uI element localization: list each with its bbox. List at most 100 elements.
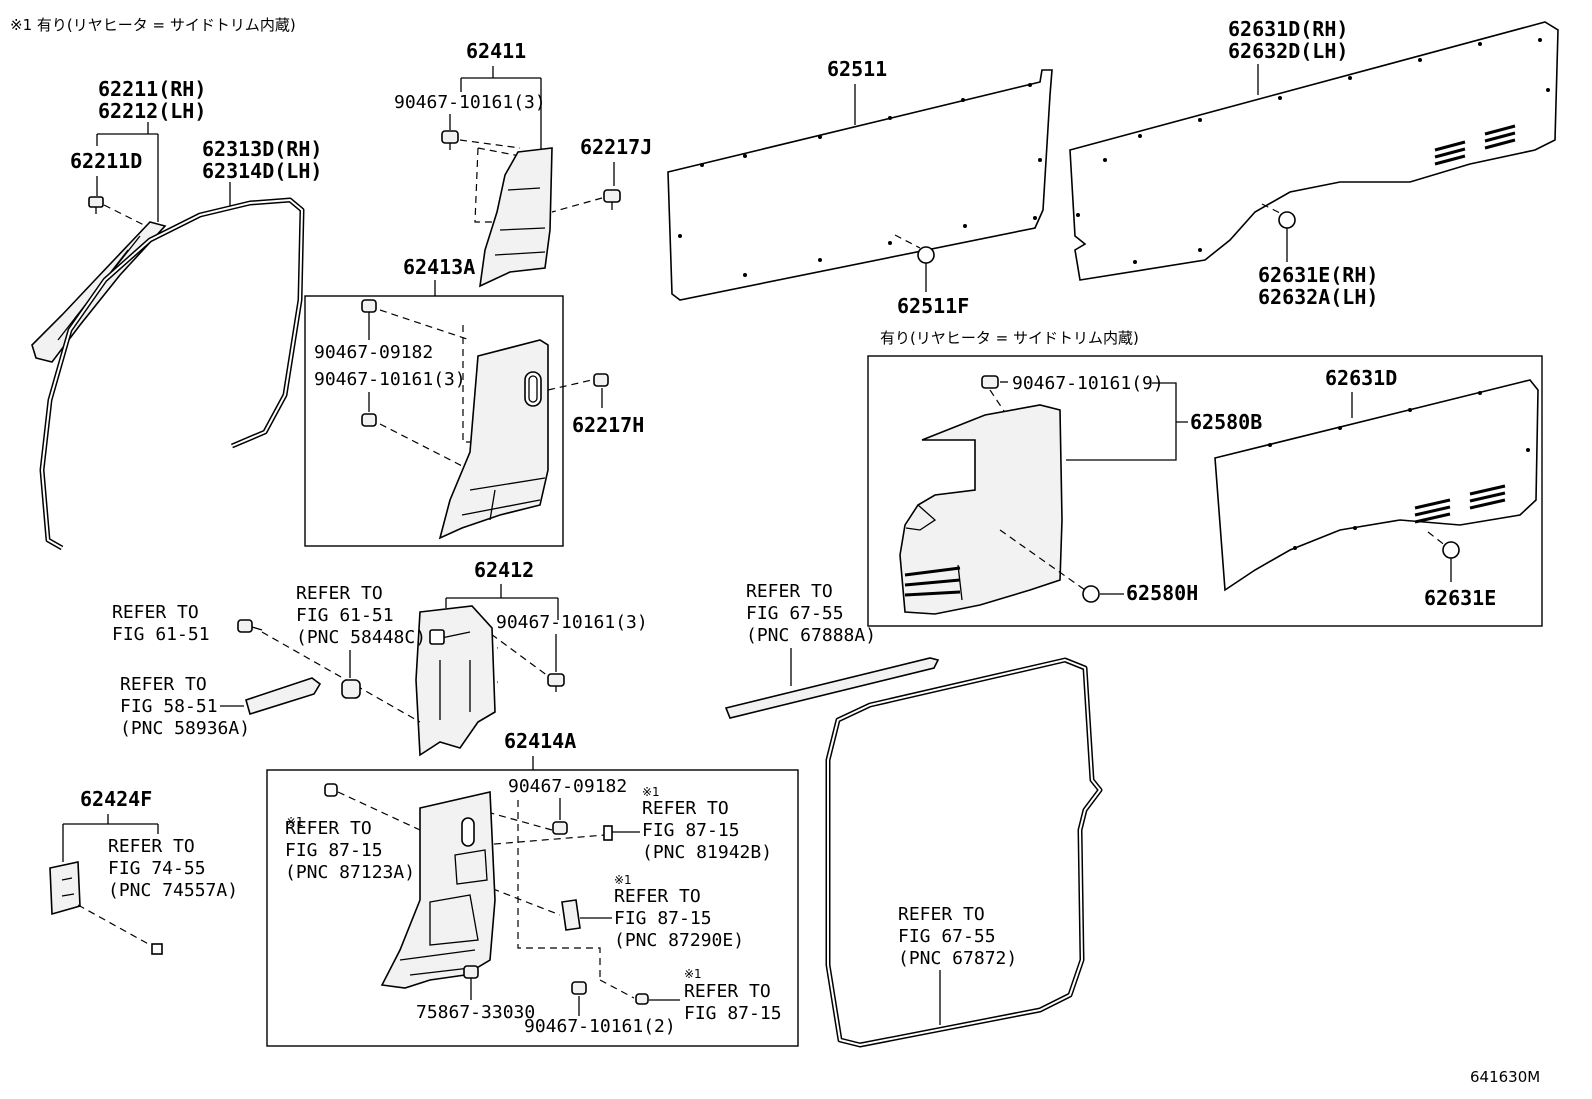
clip-62631E-rh (1278, 211, 1296, 229)
clip-62211D (88, 196, 104, 214)
trim-62580B (899, 404, 1063, 615)
svg-text:(PNC 67888A): (PNC 67888A) (746, 625, 876, 646)
svg-text:FIG 67-55: FIG 67-55 (898, 926, 996, 947)
label-62313D: 62313D(RH) (202, 137, 322, 161)
group-rear-heater: 有り(リヤヒータ = サイドトリム内蔵) 90467-10161(9) 6258… (867, 329, 1543, 627)
svg-text:FIG 58-51: FIG 58-51 (120, 696, 218, 717)
svg-text:REFER TO: REFER TO (120, 674, 207, 695)
panel-62631D (1069, 21, 1559, 281)
ref-8715d: REFER TO FIG 87-15 (684, 981, 782, 1024)
ref-6755b: REFER TO FIG 67-55 (PNC 67872) (898, 904, 1017, 969)
clip-62217H (593, 373, 609, 387)
ref-6755a: REFER TO FIG 67-55 (PNC 67888A) (746, 581, 876, 646)
clip-62217J (603, 189, 621, 210)
label-62631D: 62631D (1325, 366, 1397, 390)
label-62411: 62411 (466, 39, 526, 63)
clip-87123A (324, 783, 338, 797)
strap-58936A (245, 677, 322, 716)
panel-62631D-inbox (1214, 379, 1539, 592)
ref-7455: REFER TO FIG 74-55 (PNC 74557A) (108, 836, 238, 901)
label-90467-10161-9: 90467-10161(9) (1012, 373, 1164, 394)
clip-90467-10161-c (547, 673, 565, 692)
label-90467-10161-3-c: 90467-10161(3) (496, 612, 648, 633)
ref-6151a: REFER TO FIG 61-51 (112, 602, 210, 645)
mark-87290E: ※1 (614, 873, 632, 887)
group-62424F: 62424F REFER TO FIG 74-55 (PNC 74557A) (49, 787, 238, 955)
label-62580B: 62580B (1190, 410, 1262, 434)
clip-90467-10161-2 (571, 981, 587, 995)
garnish-62412 (415, 605, 496, 757)
vent-grille-b (1414, 484, 1506, 524)
label-62580H: 62580H (1126, 581, 1198, 605)
label-90467-09182-a: 90467-09182 (314, 342, 433, 363)
group-62412: 62412 90467-10161(3) REFER TO FIG 61-51 … (112, 558, 648, 757)
svg-text:REFER TO: REFER TO (296, 583, 383, 604)
leader-62411 (460, 66, 542, 160)
svg-text:(PNC 87290E): (PNC 87290E) (614, 930, 744, 951)
label-62211D: 62211D (70, 149, 142, 173)
label-62412: 62412 (474, 558, 534, 582)
label-90467-10161-3-b: 90467-10161(3) (314, 369, 466, 390)
svg-text:REFER TO: REFER TO (898, 904, 985, 925)
svg-text:FIG 87-15: FIG 87-15 (285, 840, 383, 861)
svg-text:(PNC 58936A): (PNC 58936A) (120, 718, 250, 739)
svg-text:FIG 87-15: FIG 87-15 (614, 908, 712, 929)
svg-text:REFER TO: REFER TO (285, 818, 372, 839)
svg-text:(PNC 58448C): (PNC 58448C) (296, 627, 426, 648)
svg-text:REFER TO: REFER TO (684, 981, 771, 1002)
header-note: ※1 有り(リヤヒータ = サイドトリム内蔵) (10, 16, 296, 34)
label-75867-33030: 75867-33030 (416, 1002, 535, 1023)
label-90467-10161-3-a: 90467-10161(3) (394, 92, 546, 113)
clip-62631E (1442, 541, 1460, 559)
box-note: 有り(リヤヒータ = サイドトリム内蔵) (880, 329, 1139, 347)
weatherstrip-62313D (39, 197, 305, 551)
pad-74557A (151, 943, 163, 955)
box-rear-heater (867, 355, 1543, 627)
label-62631E-rh: 62631E(RH) (1258, 263, 1378, 287)
mark-87123A: ※1 (286, 815, 304, 829)
moulding-67888A (724, 657, 940, 719)
clip-75867-33030 (463, 965, 479, 984)
leader-62412 (445, 584, 559, 620)
svg-text:(PNC 87123A): (PNC 87123A) (285, 862, 415, 883)
group-62313D: 62313D(RH) 62314D(LH) (39, 137, 322, 551)
screw-90467-10161-9 (981, 375, 999, 389)
label-62212: 62212(LH) (98, 99, 206, 123)
svg-text:FIG 87-15: FIG 87-15 (642, 820, 740, 841)
label-62414A: 62414A (504, 729, 576, 753)
group-62511: 62511 62511F (667, 57, 1053, 318)
group-67888A: REFER TO FIG 67-55 (PNC 67888A) (724, 581, 940, 719)
svg-text:FIG 61-51: FIG 61-51 (296, 605, 394, 626)
weatherstrip-67872 (825, 657, 1103, 1048)
label-62511F: 62511F (897, 294, 969, 318)
ref-8715b: REFER TO FIG 87-15 (PNC 81942B) (642, 798, 772, 863)
figure-code: 641630M (1470, 1068, 1540, 1086)
svg-text:(PNC 74557A): (PNC 74557A) (108, 880, 238, 901)
label-62217J: 62217J (580, 135, 652, 159)
group-62631D-rh: 62631D(RH) 62632D(LH) 62631E(RH) 62632A(… (1069, 17, 1559, 309)
leader-62424F (62, 814, 159, 862)
label-62211: 62211(RH) (98, 77, 206, 101)
garnish-62413A (438, 339, 549, 540)
mark-81942B: ※1 (642, 785, 660, 799)
label-62631D-rh: 62631D(RH) (1228, 17, 1348, 41)
label-90467-09182-b: 90467-09182 (508, 776, 627, 797)
label-62632D-lh: 62632D(LH) (1228, 39, 1348, 63)
svg-text:(PNC 81942B): (PNC 81942B) (642, 842, 772, 863)
ref-8715a: REFER TO FIG 87-15 (PNC 87123A) (285, 818, 415, 883)
bushing-58448C (341, 679, 361, 699)
ref-6151b: REFER TO FIG 61-51 (PNC 58448C) (296, 583, 426, 648)
group-62211: 62211(RH) 62212(LH) 62211D (31, 77, 206, 363)
garnish-62411 (479, 147, 553, 288)
svg-text:FIG 67-55: FIG 67-55 (746, 603, 844, 624)
clip-62511F (917, 246, 935, 264)
svg-text:FIG 74-55: FIG 74-55 (108, 858, 206, 879)
panel-62511 (667, 69, 1053, 301)
vent-grille-a (1434, 124, 1516, 166)
cover-62424F (49, 861, 81, 916)
label-62413A: 62413A (403, 255, 475, 279)
garnish-62414A (380, 791, 496, 989)
svg-text:REFER TO: REFER TO (614, 886, 701, 907)
switch-87290E (561, 899, 581, 931)
clip-90467-09182-a (361, 299, 377, 322)
